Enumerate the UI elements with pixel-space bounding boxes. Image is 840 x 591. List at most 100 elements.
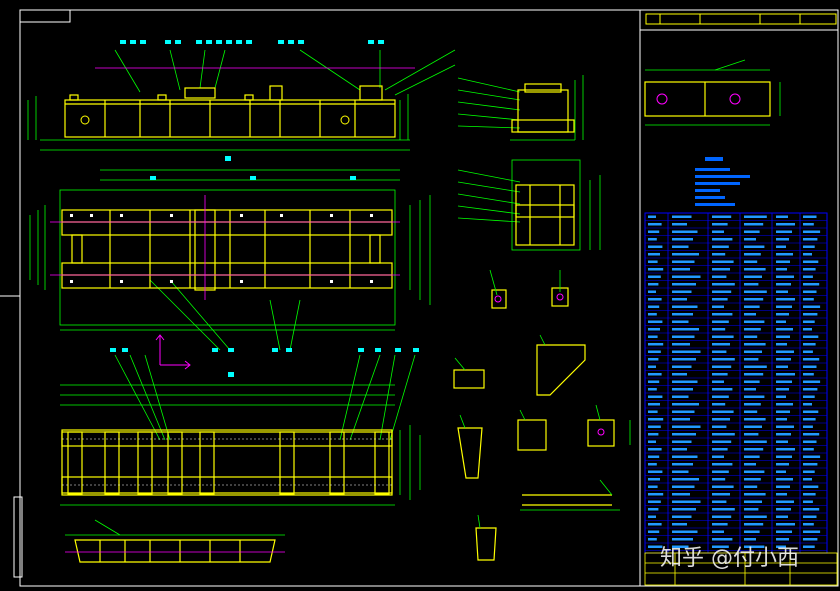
table-cell-text <box>648 313 657 316</box>
table-cell-text <box>712 418 730 421</box>
table-cell-text <box>648 283 659 286</box>
table-cell-text <box>803 440 817 443</box>
table-cell-text <box>776 268 787 271</box>
table-cell-text <box>776 538 789 541</box>
table-cell-text <box>712 305 724 308</box>
table-cell-text <box>648 320 663 323</box>
table-cell-text <box>672 448 687 451</box>
table-cell-text <box>672 328 699 331</box>
table-cell-text <box>744 515 767 518</box>
table-cell-text <box>744 478 761 481</box>
table-cell-text <box>712 508 735 511</box>
table-cell-text <box>712 283 735 286</box>
table-cell-text <box>712 545 729 548</box>
table-cell-text <box>776 365 788 368</box>
table-cell-text <box>712 350 727 353</box>
table-cell-text <box>648 508 659 511</box>
table-cell-text <box>744 215 767 218</box>
table-cell-text <box>648 485 658 488</box>
table-cell-text <box>744 238 756 241</box>
table-cell-text <box>803 508 820 511</box>
table-cell-text <box>803 268 816 271</box>
table-cell-text <box>744 290 767 293</box>
table-cell-text <box>803 463 818 466</box>
table-cell-text <box>803 313 818 316</box>
table-cell-text <box>776 515 788 518</box>
table-cell-text <box>712 493 730 496</box>
table-cell-text <box>776 335 790 338</box>
table-cell-text <box>744 455 760 458</box>
table-cell-text <box>648 245 663 248</box>
table-cell-text <box>803 343 816 346</box>
table-cell-text <box>744 410 758 413</box>
table-cell-text <box>672 268 690 271</box>
table-cell-text <box>803 365 817 368</box>
table-cell-text <box>672 403 699 406</box>
plan-view <box>29 156 431 352</box>
cross-section-view-b <box>457 159 601 251</box>
detail-views <box>453 269 631 561</box>
table-cell-text <box>672 515 692 518</box>
table-cell-text <box>744 373 764 376</box>
table-cell-text <box>672 463 693 466</box>
table-cell-text <box>672 538 693 541</box>
table-cell-text <box>776 305 792 308</box>
table-cell-text <box>672 395 689 398</box>
table-cell-text <box>744 343 766 346</box>
table-cell-text <box>776 298 795 301</box>
table-cell-text <box>803 328 812 331</box>
table-cell-text <box>776 238 789 241</box>
table-cell-text <box>803 515 817 518</box>
table-cell-text <box>712 455 724 458</box>
table-cell-text <box>803 335 819 338</box>
table-cell-text <box>648 455 660 458</box>
table-cell-text <box>744 500 762 503</box>
table-cell-text <box>744 433 759 436</box>
table-cell-text <box>744 530 760 533</box>
table-cell-text <box>803 260 819 263</box>
table-cell-text <box>803 388 818 391</box>
table-cell-text <box>744 245 765 248</box>
table-cell-text <box>776 350 794 353</box>
table-cell-text <box>803 545 815 548</box>
table-cell-text <box>672 455 698 458</box>
cross-section-view-a <box>457 75 584 141</box>
table-cell-text <box>712 343 730 346</box>
table-cell-text <box>648 305 660 308</box>
table-cell-text <box>672 313 693 316</box>
table-cell-text <box>776 403 793 406</box>
table-cell-text <box>776 433 791 436</box>
table-cell-text <box>712 448 728 451</box>
table-cell-text <box>712 365 732 368</box>
table-cell-text <box>712 230 724 233</box>
table-cell-text <box>672 238 693 241</box>
table-cell-text <box>712 380 724 383</box>
table-cell-text <box>672 478 699 481</box>
table-cell-text <box>744 418 766 421</box>
table-cell-text <box>648 493 664 496</box>
table-cell-text <box>648 275 661 278</box>
table-cell-text <box>776 440 788 443</box>
table-cell-text <box>648 260 658 263</box>
table-cell-text <box>712 433 735 436</box>
table-cell-text <box>744 305 760 308</box>
table-cell-text <box>776 395 786 398</box>
table-cell-text <box>776 313 789 316</box>
table-cell-text <box>744 470 765 473</box>
table-cell-text <box>712 470 729 473</box>
table-cell-text <box>672 410 695 413</box>
table-cell-text <box>648 298 662 301</box>
table-cell-text <box>803 485 819 488</box>
table-cell-text <box>803 275 813 278</box>
watermark-text: 知乎 @付小西 <box>660 546 799 571</box>
table-cell-text <box>776 523 795 526</box>
table-cell-text <box>712 373 728 376</box>
table-cell-text <box>776 388 789 391</box>
table-cell-text <box>712 290 732 293</box>
table-cell-text <box>744 545 765 548</box>
table-cell-text <box>648 425 661 428</box>
table-cell-text <box>648 448 662 451</box>
table-cell-text <box>776 470 786 473</box>
table-cell-text <box>648 523 662 526</box>
table-cell-text <box>712 500 727 503</box>
